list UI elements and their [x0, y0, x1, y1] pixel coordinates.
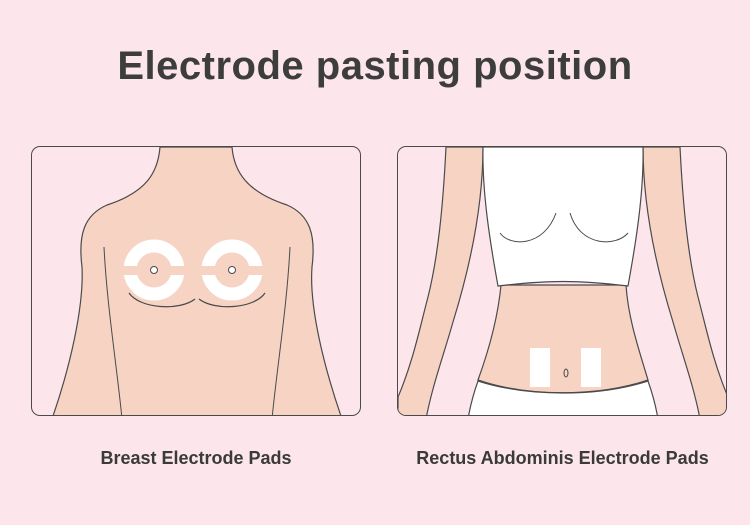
left-breast-curve	[128, 292, 196, 308]
left-abdominal-electrode-pad	[530, 348, 550, 387]
bra-right-curve	[569, 212, 629, 243]
left-arm	[398, 147, 484, 415]
right-arm	[642, 147, 726, 415]
breast-diagram-panel	[31, 146, 361, 416]
breast-pads-caption: Breast Electrode Pads	[100, 448, 292, 468]
breast-torso-illustration	[52, 147, 342, 415]
right-abdominal-electrode-pad	[581, 348, 601, 387]
sports-bra	[482, 147, 644, 287]
abdominis-pads-caption: Rectus Abdominis Electrode Pads	[416, 448, 709, 468]
page-title: Electrode pasting position	[117, 44, 633, 88]
right-arm-line	[271, 246, 291, 415]
navel	[563, 368, 569, 378]
abdomen-diagram-panel	[397, 146, 727, 416]
left-arm-line	[103, 246, 123, 415]
underwear	[468, 380, 658, 415]
waist-skin	[477, 284, 649, 394]
left-breast-electrode-pad	[122, 239, 186, 301]
abdomen-torso-illustration	[398, 147, 726, 415]
torso-silhouette	[52, 147, 342, 415]
right-breast-curve	[198, 292, 266, 308]
bra-left-curve	[499, 212, 557, 243]
right-breast-electrode-pad	[200, 239, 264, 301]
